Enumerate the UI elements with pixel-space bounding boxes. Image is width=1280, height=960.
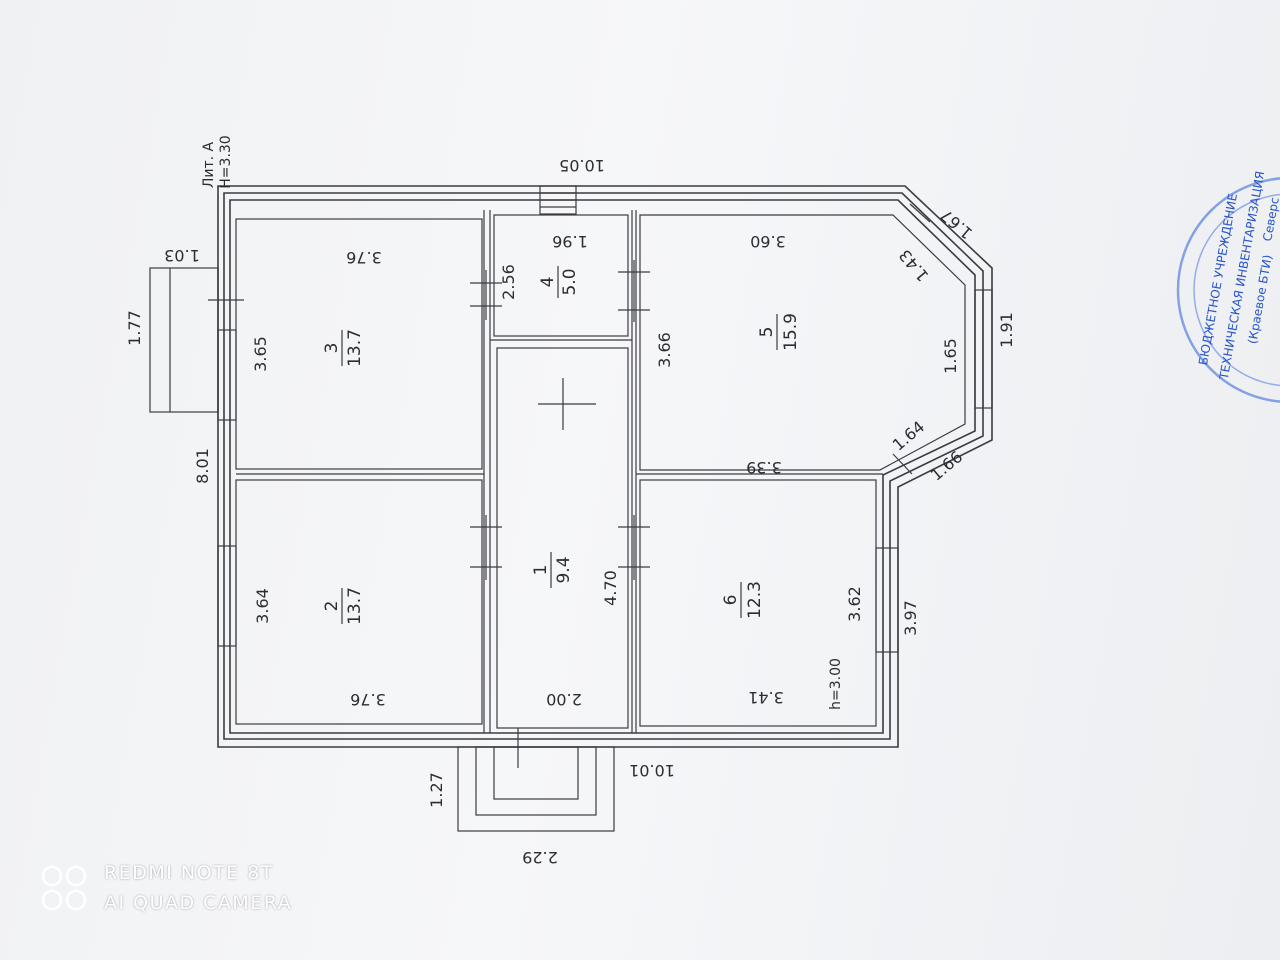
room-5-dim-bay-side: 1.65 (941, 338, 960, 374)
room-6: 6 12.3 3.62 3.41 h=3.00 (721, 581, 864, 710)
room-5-dim-top: 3.60 (750, 232, 786, 251)
room-6-dim-length: 3.62 (845, 586, 864, 622)
porch-bottom (457, 746, 615, 832)
room-3-dim-width: 3.76 (346, 248, 382, 267)
watermark-line-2: AI QUAD CAMERA (104, 892, 293, 914)
room-4: 4 5.0 2.56 1.96 (499, 232, 588, 300)
dim-porch-bottom-width: 2.29 (522, 848, 558, 867)
room-3: 3 13.7 3.65 3.76 (251, 248, 382, 372)
room-4-number: 4 (538, 277, 558, 288)
room-5-dim-left: 3.66 (655, 332, 674, 368)
camera-lens-icon (41, 865, 87, 911)
room-2: 2 13.7 3.64 3.76 (253, 587, 386, 709)
dim-bottom-length: 10.01 (629, 761, 675, 780)
dim-top-length: 10.05 (559, 156, 605, 175)
door-marks (208, 260, 650, 768)
dim-bay-top-outer: 1.67 (937, 205, 977, 242)
dim-bay-bottom-outer: 1.66 (927, 447, 967, 484)
dimension-labels: Лит. А H=3.30 10.05 10.01 8.01 3.97 1.67… (125, 135, 1016, 867)
room-5-dim-bay-top: 1.43 (895, 246, 932, 286)
room-1-dim-width: 2.00 (546, 690, 582, 709)
room-5-dim-bottom: 3.39 (746, 458, 782, 477)
room-3-number: 3 (322, 343, 342, 354)
stamp-line-4: Северс (1260, 196, 1280, 242)
room-outlines (235, 214, 966, 729)
room-4-dim-length: 2.56 (499, 264, 518, 300)
room-2-number: 2 (322, 601, 342, 612)
room-2-dim-length: 3.64 (253, 588, 272, 624)
room-6-dim-width: 3.41 (748, 688, 784, 707)
room-height-label: h=3.00 (828, 658, 844, 710)
room-5-area: 15.9 (781, 313, 801, 351)
outer-walls (217, 185, 993, 748)
room-5-number: 5 (757, 327, 777, 338)
dim-porch-bottom-depth: 1.27 (427, 772, 446, 808)
room-6-area: 12.3 (745, 581, 765, 619)
dim-bay-side-outer: 1.91 (997, 312, 1016, 348)
dim-porch-left-depth: 1.77 (125, 310, 144, 346)
room-4-dim-width: 1.96 (552, 232, 588, 251)
windows (217, 185, 993, 653)
watermark-line-1: REDMI NOTE 8T (104, 862, 274, 884)
dim-porch-left-width: 1.03 (164, 246, 200, 265)
room-1-dim-length: 4.70 (601, 570, 620, 606)
room-3-area: 13.7 (345, 329, 365, 367)
porch-left (149, 267, 219, 413)
litera-label: Лит. А (201, 141, 217, 188)
room-2-area: 13.7 (345, 587, 365, 625)
room-1: 1 9.4 4.70 2.00 (531, 552, 620, 709)
room-1-area: 9.4 (554, 556, 574, 583)
stamp: БЮДЖЕТНОЕ УЧРЕЖДЕНИЕ ТЕХНИЧЕСКАЯ ИНВЕНТА… (1176, 170, 1280, 403)
height-total-label: H=3.30 (218, 135, 234, 188)
room-5-dim-bay-bottom: 1.64 (889, 417, 929, 454)
room-1-number: 1 (531, 565, 551, 576)
room-3-dim-length: 3.65 (251, 336, 270, 372)
room-4-area: 5.0 (560, 268, 580, 295)
interior-walls (236, 210, 883, 733)
room-2-dim-width: 3.76 (350, 690, 386, 709)
room-6-number: 6 (721, 595, 741, 606)
dim-right-lower: 3.97 (901, 600, 920, 636)
room-5: 5 15.9 3.66 3.60 1.43 1.65 1.64 3.39 (655, 232, 960, 477)
dim-left-length: 8.01 (193, 448, 212, 484)
